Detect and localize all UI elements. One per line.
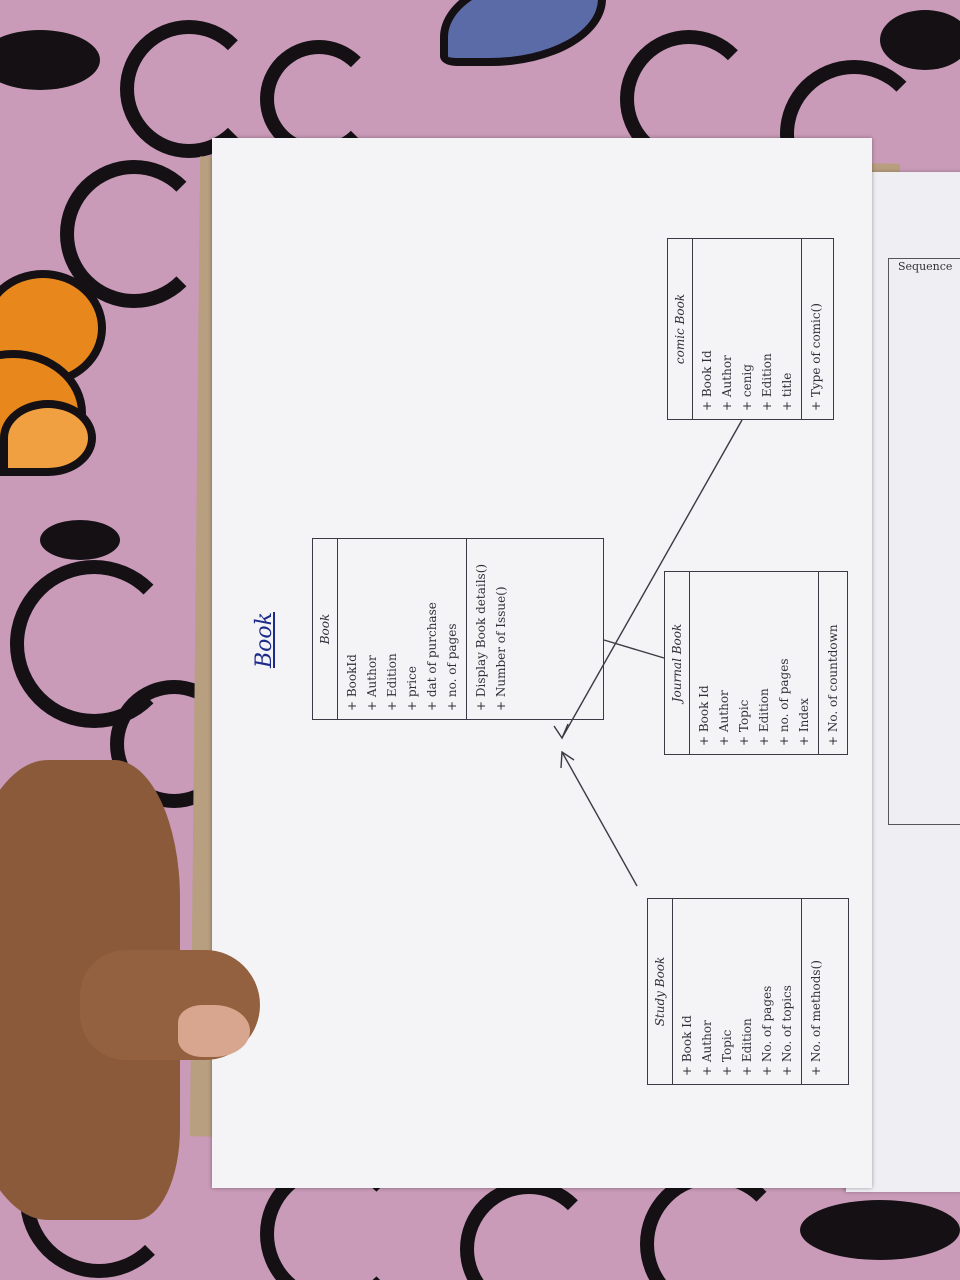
operation: + Type of comic() <box>809 303 823 411</box>
fingernail <box>178 1005 250 1057</box>
attribute: + BookId <box>345 654 359 711</box>
attribute: + Edition <box>757 688 771 746</box>
notebook-page <box>212 138 872 1188</box>
attribute: + Topic <box>720 1029 734 1076</box>
attribute-list: + BookId + Author + Edition + price + da… <box>338 539 466 719</box>
class-study-book: Study Book + Book Id + Author + Topic + … <box>647 898 849 1085</box>
attribute-list: + Book Id + Author + Topic + Edition + N… <box>673 899 801 1084</box>
sequence-diagram-frame <box>888 258 960 825</box>
blue-leaf-motif <box>440 0 606 66</box>
class-name: Journal Book <box>665 572 690 754</box>
fabric-motif <box>460 1180 598 1280</box>
attribute: + title <box>780 372 794 411</box>
attribute: + dat of purchase <box>425 602 439 711</box>
arrowhead-comic <box>553 723 569 740</box>
attribute: + no. of pages <box>777 658 791 747</box>
attribute: + Author <box>365 655 379 711</box>
attribute: + Book Id <box>697 685 711 746</box>
attribute: + Author <box>720 355 734 411</box>
attribute-list: + Book Id + Author + cenig + Edition + t… <box>693 239 801 419</box>
operation-list: + Type of comic() <box>801 239 830 419</box>
fabric-motif <box>40 520 120 560</box>
attribute: + Topic <box>737 699 751 746</box>
operation: + Number of Issue() <box>494 586 508 711</box>
operation-list: + Display Book details() + Number of Iss… <box>466 539 515 719</box>
attribute: + Index <box>797 698 811 746</box>
attribute: + Book Id <box>700 350 714 411</box>
diagram-title: Book <box>252 612 277 668</box>
operation-list: + No. of methods() <box>801 899 830 1084</box>
sequence-label: Sequence <box>898 260 953 273</box>
class-name: Book <box>313 539 338 719</box>
class-book: Book + BookId + Author + Edition + price… <box>312 538 604 720</box>
attribute: + No. of pages <box>760 985 774 1076</box>
fabric-motif <box>0 30 100 90</box>
class-name: Study Book <box>648 899 673 1084</box>
arrow-study-to-book <box>561 751 638 887</box>
arrow-journal-to-book <box>603 639 665 659</box>
inheritance-arrows <box>553 419 743 887</box>
attribute: + Author <box>700 1020 714 1076</box>
attribute: + price <box>405 666 419 711</box>
attribute: + No. of topics <box>780 985 794 1076</box>
attribute: + Edition <box>385 653 399 711</box>
class-name: comic Book <box>668 239 693 419</box>
attribute: + no. of pages <box>445 623 459 712</box>
attribute: + Book Id <box>680 1015 694 1076</box>
class-diagram: Book Book + BookId + Author + Edition + … <box>212 138 872 1188</box>
diagram-sheet: Book Book + BookId + Author + Edition + … <box>212 138 872 1188</box>
attribute: + Edition <box>760 353 774 411</box>
operation: + Display Book details() <box>474 563 488 711</box>
attribute-list: + Book Id + Author + Topic + Edition + n… <box>690 572 818 754</box>
attribute: + cenig <box>740 364 754 411</box>
attribute: + Author <box>717 690 731 746</box>
fabric-motif <box>800 1200 960 1260</box>
orange-flower-motif <box>0 250 200 510</box>
operation: + No. of countdown <box>826 624 840 746</box>
arrowhead-study <box>560 750 575 769</box>
attribute: + Edition <box>740 1018 754 1076</box>
fabric-motif <box>880 10 960 70</box>
class-comic-book: comic Book + Book Id + Author + cenig + … <box>667 238 834 420</box>
operation: + No. of methods() <box>809 960 823 1076</box>
operation-list: + No. of countdown <box>818 572 847 754</box>
class-journal-book: Journal Book + Book Id + Author + Topic … <box>664 571 848 755</box>
arrow-comic-to-book <box>561 419 743 739</box>
